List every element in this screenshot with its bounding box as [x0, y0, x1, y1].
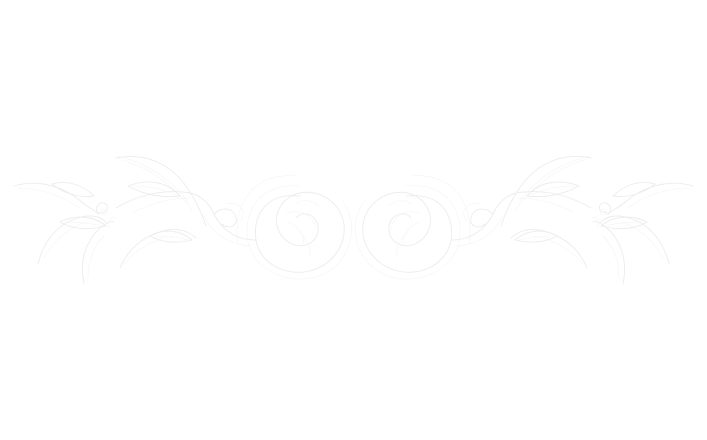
left-curls [96, 202, 117, 229]
left-half-ornament [13, 155, 352, 285]
right-half-ornament [355, 155, 694, 285]
right-leaves [500, 155, 694, 285]
right-stems [450, 191, 592, 247]
left-swirl [236, 175, 352, 280]
right-curls [590, 202, 611, 229]
right-swirl [355, 175, 471, 280]
left-leaves [13, 155, 207, 285]
